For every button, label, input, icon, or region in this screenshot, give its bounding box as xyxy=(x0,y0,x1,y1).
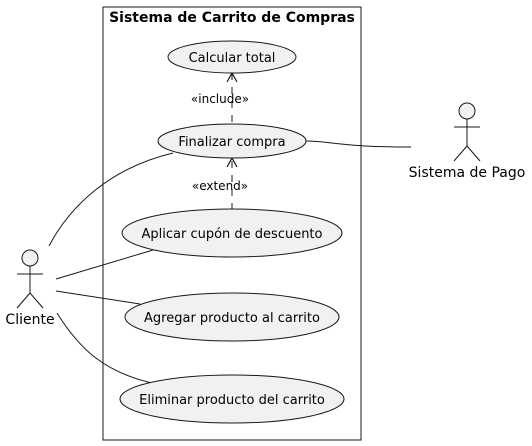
assoc-cliente-finalizar xyxy=(48,152,174,247)
use-case-eliminar-producto-label: Eliminar producto del carrito xyxy=(139,393,325,408)
assoc-cliente-eliminar xyxy=(56,312,153,384)
include-label: «include» xyxy=(191,92,249,106)
system-title: Sistema de Carrito de Compras xyxy=(109,10,355,26)
actor-sistema-pago-head xyxy=(458,102,476,120)
use-case-agregar-producto[interactable]: Agregar producto al carrito xyxy=(124,292,340,342)
actor-cliente[interactable]: Cliente xyxy=(5,249,55,328)
use-case-aplicar-cupon-label: Aplicar cupón de descuento xyxy=(141,227,322,242)
use-case-aplicar-cupon[interactable]: Aplicar cupón de descuento xyxy=(121,208,343,258)
actor-sistema-pago-label: Sistema de Pago xyxy=(409,165,526,181)
assoc-finalizar-pago xyxy=(305,140,412,148)
use-case-calcular-total-label: Calcular total xyxy=(189,51,276,66)
use-case-agregar-producto-label: Agregar producto al carrito xyxy=(144,311,320,326)
actor-sistema-pago[interactable]: Sistema de Pago xyxy=(409,102,526,181)
assoc-cliente-aplicar xyxy=(55,249,154,280)
system-boundary xyxy=(102,6,362,441)
assoc-cliente-agregar xyxy=(55,290,141,305)
actor-cliente-label: Cliente xyxy=(5,312,54,328)
use-case-finalizar-compra-label: Finalizar compra xyxy=(178,135,285,150)
actor-cliente-head xyxy=(21,249,39,267)
use-case-calcular-total[interactable]: Calcular total xyxy=(167,40,297,74)
use-case-eliminar-producto[interactable]: Eliminar producto del carrito xyxy=(119,374,345,424)
use-case-finalizar-compra[interactable]: Finalizar compra xyxy=(157,123,307,159)
extend-label: «extend» xyxy=(192,179,248,193)
